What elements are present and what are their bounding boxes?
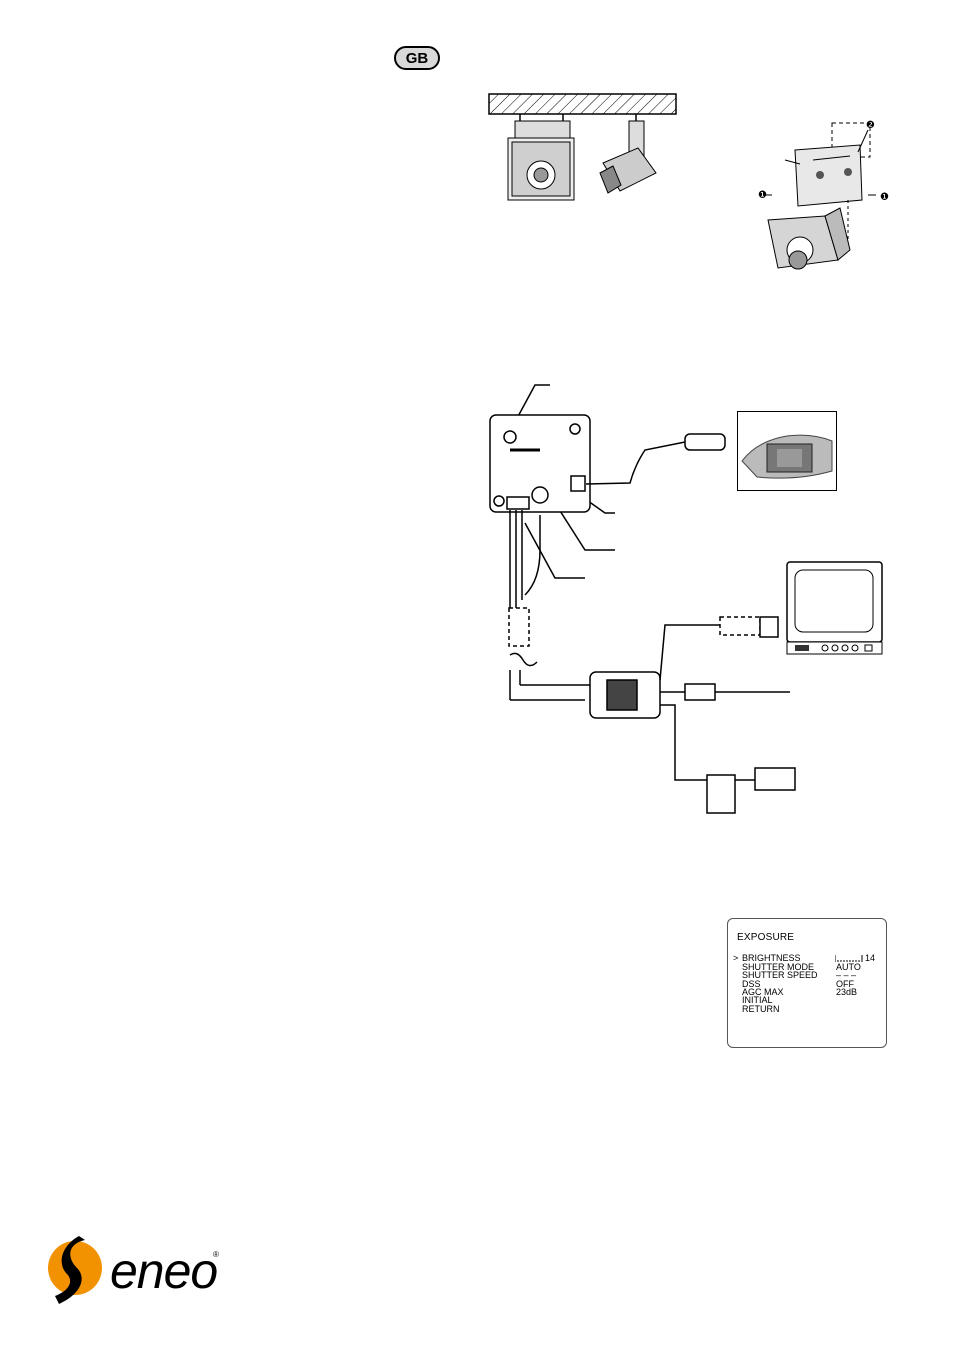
eneo-logo-registered-mark: ® — [213, 1250, 219, 1259]
callout-1-left: ❶ — [758, 190, 767, 201]
language-badge-label: GB — [405, 50, 429, 67]
osd-item-value: 14 — [865, 953, 876, 963]
osd-item-label: RETURN — [742, 1004, 780, 1014]
monitor-illustration — [786, 561, 883, 655]
osd-item-value: OFF — [836, 979, 854, 989]
ceiling-mount-illustration — [488, 93, 677, 201]
osd-item-value: – – – — [836, 970, 857, 980]
osd-menu-title: EXPOSURE — [737, 932, 795, 943]
osd-item-label: SHUTTER MODE — [742, 962, 814, 972]
osd-item-label: AGC MAX — [742, 987, 784, 997]
osd-item-label: SHUTTER SPEED — [742, 970, 818, 980]
osd-item-value: 23dB — [836, 987, 858, 997]
osd-cursor: > — [733, 953, 739, 963]
brightness-level-bar — [835, 955, 863, 962]
callout-1-right: ❶ — [880, 192, 889, 203]
osd-item-label: BRIGHTNESS — [742, 953, 801, 963]
callout-2: ❷ — [866, 120, 875, 131]
osd-item-value: AUTO — [836, 962, 861, 972]
osd-exposure-menu: EXPOSURE > BRIGHTNESS SHUTTER MODE SHUTT… — [727, 918, 887, 1048]
osd-item-label: INITIAL — [742, 995, 773, 1005]
language-badge: GB — [394, 46, 442, 72]
eneo-logo-icon — [48, 1236, 102, 1304]
hand-holding-camera-photo — [737, 411, 837, 491]
wiring-diagram — [489, 384, 796, 814]
eneo-logo-text: eneo — [110, 1243, 218, 1299]
bracket-assembly-illustration: ❶ ❷ ❶ — [758, 120, 889, 270]
osd-item-label: DSS — [742, 979, 761, 989]
